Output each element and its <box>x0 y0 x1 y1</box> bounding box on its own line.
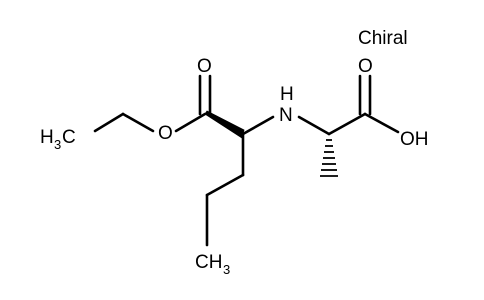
bond-n-alpha2 <box>297 115 331 136</box>
bond-ester-o-carbonyl <box>174 112 207 133</box>
bond-alpha2-carbonyl <box>327 112 367 136</box>
atom-acid-carbonyl-oxygen: O <box>358 56 373 77</box>
atom-amine-hydrogen: H <box>280 84 294 105</box>
svg-text:H: H <box>40 127 54 148</box>
atom-hydroxyl: OH <box>400 129 429 150</box>
chiral-label: Chiral <box>358 28 408 49</box>
atom-ester-oxygen: O <box>158 123 173 144</box>
atom-propyl-methyl: CH 3 <box>195 252 230 277</box>
svg-text:C: C <box>62 127 76 148</box>
bond-ethyl-ch3-ch2 <box>93 112 125 133</box>
atom-ethyl-methyl: H 3 C <box>40 127 76 152</box>
svg-text:CH: CH <box>195 252 222 273</box>
atom-ester-carbonyl-oxygen: O <box>197 56 212 77</box>
bond-propyl-2 <box>205 173 245 197</box>
bond-acid-oh <box>363 112 400 134</box>
svg-text:3: 3 <box>54 137 61 152</box>
svg-text:3: 3 <box>223 262 230 277</box>
atom-amine-nitrogen: N <box>279 105 293 126</box>
bond-ethyl-ch2-o <box>121 112 155 133</box>
hashed-bond-methyl <box>320 139 338 177</box>
bond-alpha-n <box>241 115 275 136</box>
wedge-bond-alpha <box>204 110 245 139</box>
